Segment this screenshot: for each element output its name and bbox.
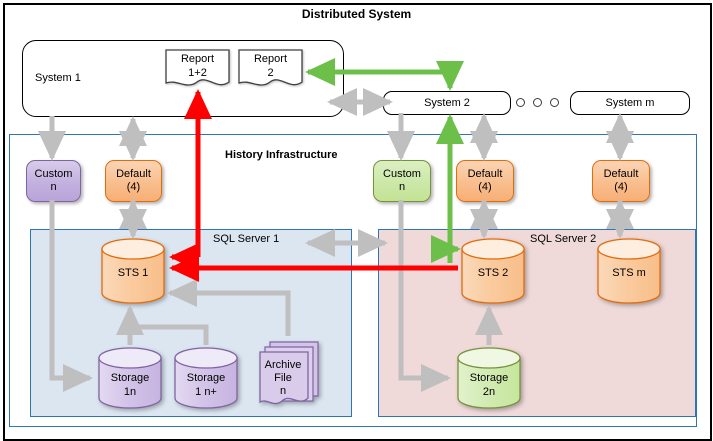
system-2-box[interactable]: System 2 xyxy=(383,91,511,115)
system-2-label: System 2 xyxy=(424,97,470,109)
archive-line2: File xyxy=(274,372,292,384)
default-4-node-2-line1: Default xyxy=(467,168,503,181)
history-infrastructure-frame xyxy=(9,134,697,427)
history-infrastructure-label: History Infrastructure xyxy=(225,149,338,161)
report-2-document[interactable]: Report 2 xyxy=(238,49,303,91)
cylinder-shape-icon xyxy=(101,238,165,304)
storage-1np-line1: Storage xyxy=(186,372,226,384)
cylinder-shape-icon xyxy=(597,238,661,304)
archive-line1: Archive xyxy=(264,359,302,371)
document-shape-icon xyxy=(238,49,303,86)
ellipsis-dot-icon xyxy=(533,98,542,107)
sql-server-1-label: SQL Server 1 xyxy=(213,233,280,245)
custom-n-left-line2: n xyxy=(50,181,57,193)
storage-1n-line1: Storage xyxy=(110,372,150,384)
default-4-node-2-line2: (4) xyxy=(478,181,492,193)
default-4-node-1-line2: (4) xyxy=(126,181,141,193)
storage-2n-cylinder[interactable]: Storage 2n xyxy=(456,347,522,409)
sts-2-cylinder[interactable]: STS 2 xyxy=(460,238,526,304)
custom-n-left-line1: Custom xyxy=(34,168,73,181)
system-1-label: System 1 xyxy=(35,72,81,84)
default-4-node-1[interactable]: Default (4) xyxy=(105,160,162,202)
storage-1n-cylinder[interactable]: Storage 1n xyxy=(97,347,163,409)
storage-1np-cylinder[interactable]: Storage 1 n+ xyxy=(173,347,239,409)
cylinder-shape-icon xyxy=(457,347,521,409)
storage-2n-line1: Storage xyxy=(469,372,509,384)
systems-ellipsis xyxy=(516,98,559,107)
custom-n-node-left[interactable]: Custom n xyxy=(26,160,81,202)
sts-1-label: STS 1 xyxy=(117,267,149,279)
default-4-node-3-line1: Default xyxy=(603,168,639,181)
default-4-node-2[interactable]: Default (4) xyxy=(456,160,514,202)
custom-n-right-line1: Custom xyxy=(383,168,421,181)
cylinder-shape-icon xyxy=(461,238,525,304)
system-m-box[interactable]: System m xyxy=(570,91,690,115)
default-4-node-1-line1: Default xyxy=(116,168,151,181)
report-1-2-line2: 1+2 xyxy=(188,67,207,79)
default-4-node-3-line2: (4) xyxy=(614,181,628,193)
default-4-node-3[interactable]: Default (4) xyxy=(592,160,650,202)
page-title: Distributed System xyxy=(301,7,412,21)
cylinder-shape-icon xyxy=(98,347,162,409)
distributed-system-frame xyxy=(3,3,712,441)
storage-1n-line2: 1n xyxy=(123,386,137,398)
report-1-2-document[interactable]: Report 1+2 xyxy=(165,49,230,91)
system-m-label: System m xyxy=(605,97,655,109)
sts-m-cylinder[interactable]: STS m xyxy=(596,238,662,304)
storage-2n-line2: 2n xyxy=(482,386,496,398)
archive-file-n-stack[interactable]: Archive File n xyxy=(252,338,322,410)
archive-line3: n xyxy=(279,385,287,397)
report-2-line2: 2 xyxy=(267,67,274,79)
sts-m-label: STS m xyxy=(612,267,646,279)
report-2-line1: Report xyxy=(253,53,288,65)
custom-n-right-line2: n xyxy=(398,181,406,193)
document-shape-icon xyxy=(165,49,230,86)
ellipsis-dot-icon xyxy=(550,98,559,107)
sql-server-2-label: SQL Server 2 xyxy=(530,233,597,245)
stacked-document-icon xyxy=(259,341,319,405)
report-1-2-line1: Report xyxy=(180,53,215,65)
custom-n-node-right[interactable]: Custom n xyxy=(373,160,431,202)
ellipsis-dot-icon xyxy=(516,98,525,107)
storage-1np-line2: 1 n+ xyxy=(195,386,217,398)
sts-1-cylinder[interactable]: STS 1 xyxy=(100,238,166,304)
cylinder-shape-icon xyxy=(174,347,238,409)
sts-2-label: STS 2 xyxy=(477,267,509,279)
